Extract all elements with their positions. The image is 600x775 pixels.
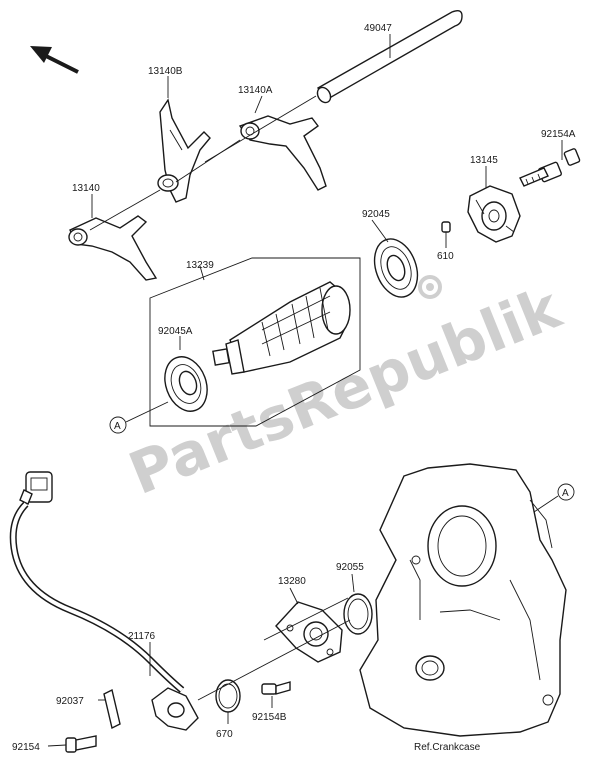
bearing-92045[interactable] [367,233,425,303]
gear-position-sensor-harness[interactable] [9,471,185,693]
label-13145: 13145 [470,155,498,166]
o-ring-670[interactable] [215,679,241,713]
label-610: 610 [437,251,454,262]
holder-13280[interactable] [275,601,343,663]
o-ring-92055[interactable] [343,593,373,635]
shift-drum[interactable] [212,281,351,375]
label-ref-crankcase: Ref.Crankcase [414,742,481,753]
bolt-92154b[interactable] [261,681,291,695]
label-92154: 92154 [12,742,40,753]
ref-a-label-2: A [562,488,569,499]
label-670: 670 [216,729,233,740]
label-13280: 13280 [278,576,306,587]
ref-a-marker-2 [557,483,575,501]
ref-a-label-1: A [114,421,121,432]
label-13140a: 13140A [238,85,273,96]
label-92055: 92055 [336,562,364,573]
label-92154a: 92154A [541,129,576,140]
shift-drum-group-bracket [149,257,361,427]
label-49047: 49047 [364,23,392,34]
pin-610[interactable] [441,221,451,233]
label-92037: 92037 [56,696,84,707]
label-92154b: 92154B [252,712,287,723]
shift-drum-segment[interactable] [467,185,521,243]
clamp-92037[interactable] [103,688,121,730]
bearing-92045a[interactable] [158,351,215,417]
bolt-92154[interactable] [65,735,97,753]
shift-fork-13140b[interactable] [157,98,211,203]
ref-a-marker-1 [109,416,127,434]
bolt-92154a[interactable] [519,148,581,187]
shift-fork-13140a[interactable] [238,115,327,191]
label-92045a: 92045A [158,326,193,337]
gear-position-sensor[interactable] [151,687,199,731]
label-92045: 92045 [362,209,390,220]
label-13140b: 13140B [148,66,183,77]
shift-fork-13140[interactable] [68,215,158,281]
label-21176: 21176 [128,631,156,642]
front-direction-arrow-icon [30,46,79,74]
label-13239: 13239 [186,260,214,271]
crankcase [359,463,567,737]
watermark-gear-icon [418,275,442,299]
label-13140: 13140 [72,183,100,194]
